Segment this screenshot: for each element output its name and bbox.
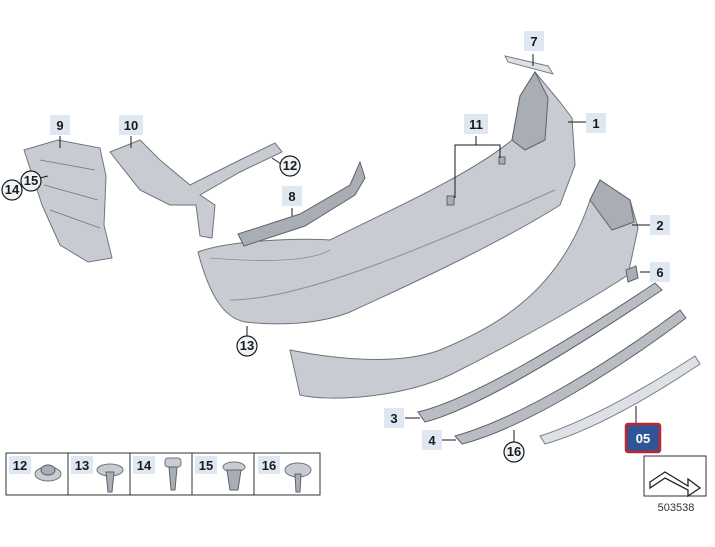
- callout-1[interactable]: 1: [586, 113, 606, 133]
- svg-text:7: 7: [530, 34, 537, 49]
- callout-6[interactable]: 6: [650, 262, 670, 282]
- svg-text:13: 13: [75, 458, 89, 473]
- callout-05-tag[interactable]: 05: [624, 422, 662, 454]
- svg-text:9: 9: [56, 118, 63, 133]
- callout-14[interactable]: 14: [1, 179, 23, 201]
- legend-15[interactable]: 15: [195, 456, 246, 491]
- part-7-trim[interactable]: [504, 55, 555, 75]
- svg-text:12: 12: [283, 158, 297, 173]
- legend-13[interactable]: 13: [71, 456, 124, 493]
- svg-text:1: 1: [592, 116, 599, 131]
- part-9-bracket[interactable]: [23, 139, 113, 263]
- fastener-legend: 12 13 14 15 16: [5, 452, 321, 496]
- svg-text:15: 15: [24, 173, 38, 188]
- legend-16[interactable]: 16: [258, 456, 312, 493]
- svg-text:4: 4: [428, 433, 436, 448]
- part-4-strip[interactable]: [454, 309, 687, 445]
- callout-3[interactable]: 3: [384, 408, 404, 428]
- svg-text:13: 13: [240, 338, 254, 353]
- callout-2[interactable]: 2: [650, 215, 670, 235]
- callout-15[interactable]: 15: [20, 170, 42, 192]
- diagram-id-box: 503538: [643, 455, 707, 514]
- svg-text:14: 14: [5, 182, 20, 197]
- callout-9[interactable]: 9: [50, 115, 70, 135]
- part-6-bracket[interactable]: [625, 265, 639, 283]
- part-8-bracket[interactable]: [237, 160, 366, 247]
- callout-4[interactable]: 4: [422, 430, 442, 450]
- callout-16[interactable]: 16: [503, 441, 525, 463]
- callout-12[interactable]: 12: [279, 155, 301, 177]
- callout-7[interactable]: 7: [524, 31, 544, 51]
- svg-text:16: 16: [507, 444, 521, 459]
- legend-14[interactable]: 14: [133, 456, 182, 491]
- callout-13[interactable]: 13: [236, 335, 258, 357]
- svg-text:15: 15: [199, 458, 213, 473]
- callout-8[interactable]: 8: [282, 186, 302, 206]
- svg-text:14: 14: [137, 458, 152, 473]
- svg-text:6: 6: [656, 265, 663, 280]
- part-11-clips[interactable]: [446, 156, 506, 206]
- callout-11[interactable]: 11: [464, 114, 488, 134]
- part-2-lower-bumper[interactable]: [289, 179, 639, 399]
- svg-text:3: 3: [390, 411, 397, 426]
- svg-text:2: 2: [656, 218, 663, 233]
- svg-text:8: 8: [288, 189, 295, 204]
- part-1-bumper-cover[interactable]: [197, 70, 576, 325]
- callout-10[interactable]: 10: [119, 115, 143, 135]
- part-3-strip[interactable]: [417, 282, 663, 423]
- svg-text:10: 10: [124, 118, 138, 133]
- part-05-strip[interactable]: [539, 355, 701, 445]
- part-10-bracket[interactable]: [109, 139, 283, 239]
- legend-12[interactable]: 12: [9, 456, 62, 482]
- diagram-id: 503538: [658, 502, 695, 514]
- svg-text:16: 16: [262, 458, 276, 473]
- svg-text:05: 05: [636, 431, 650, 446]
- svg-text:12: 12: [13, 458, 27, 473]
- svg-text:11: 11: [469, 117, 483, 132]
